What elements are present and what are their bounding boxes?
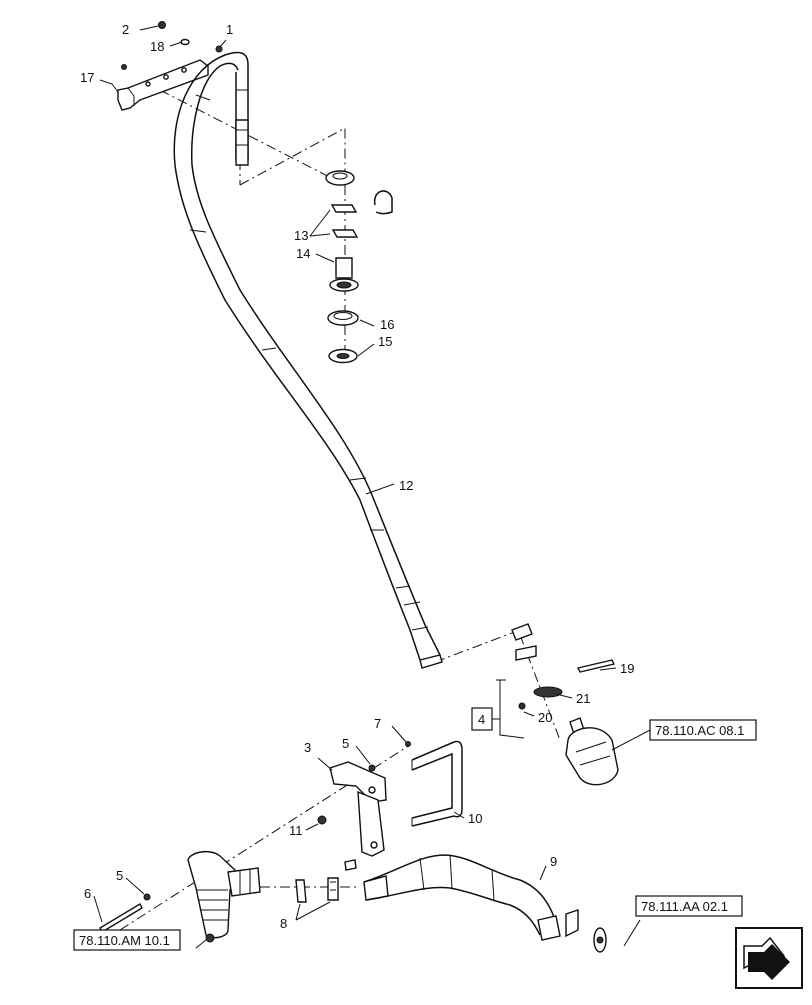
- callout-17: 17: [80, 70, 94, 85]
- callout-6: 6: [84, 886, 91, 901]
- callout-numbers: 2 18 1 17 13 14 16 15 12 19 21 20 3 5 7 …: [80, 22, 634, 931]
- callout-18: 18: [150, 39, 164, 54]
- callout-14: 14: [296, 246, 310, 261]
- reference-label-am: 78.110.AM 10.1: [79, 933, 170, 948]
- callout-13: 13: [294, 228, 308, 243]
- reference-aa[interactable]: 78.111.AA 02.1: [635, 895, 743, 917]
- hose-9: [363, 854, 607, 953]
- leader-lines: [93, 25, 651, 949]
- callout-3: 3: [304, 740, 311, 755]
- callout-19: 19: [620, 661, 634, 676]
- callout-15: 15: [378, 334, 392, 349]
- bolt-6: [99, 903, 143, 933]
- callout-16: 16: [380, 317, 394, 332]
- callout-9: 9: [550, 854, 557, 869]
- nut-1: [215, 45, 223, 53]
- kit-callout-4: 4: [471, 707, 500, 731]
- callout-8: 8: [280, 916, 287, 931]
- clamp-13a: [330, 204, 358, 213]
- callout-5-lower: 5: [116, 868, 123, 883]
- washer-5a: [368, 764, 376, 772]
- hose-12: [173, 51, 443, 669]
- reference-label-aa: 78.111.AA 02.1: [641, 899, 728, 914]
- reference-label-ac: 78.110.AC 08.1: [655, 723, 744, 738]
- valve-stack: [325, 170, 393, 364]
- clamp-13b: [331, 229, 359, 238]
- washer-5b: [143, 893, 151, 901]
- fitting-14: [335, 257, 353, 279]
- nut-11: [317, 815, 327, 825]
- washer-18: [180, 38, 190, 46]
- nut-7: [405, 741, 411, 747]
- screw-2: [158, 21, 166, 29]
- reference-ac[interactable]: 78.110.AC 08.1: [649, 719, 757, 741]
- clamp-ring-16: [327, 310, 359, 326]
- callout-5-upper: 5: [342, 736, 349, 751]
- callout-11: 11: [289, 823, 303, 838]
- reference-am[interactable]: 78.110.AM 10.1: [73, 929, 181, 951]
- pin-19: [576, 659, 616, 673]
- callout-1: 1: [226, 22, 233, 37]
- callout-7: 7: [374, 716, 381, 731]
- callout-20: 20: [538, 710, 552, 725]
- callout-10: 10: [468, 811, 482, 826]
- center-lines: [119, 89, 561, 931]
- callout-21: 21: [576, 691, 590, 706]
- clamps-8: [295, 877, 339, 903]
- inline-filter: [99, 850, 261, 943]
- callout-12: 12: [399, 478, 413, 493]
- callout-2: 2: [122, 22, 129, 37]
- callout-4: 4: [478, 712, 485, 727]
- washer-21: [533, 686, 563, 698]
- coupler-group: [496, 623, 619, 786]
- pin-20: [518, 702, 526, 710]
- u-bolt-10: [411, 740, 463, 827]
- quick-coupler: [565, 727, 619, 786]
- bracket-3-assembly: [317, 740, 463, 871]
- return-arrow-icon[interactable]: [735, 927, 803, 989]
- mounting-bracket-17: [117, 21, 223, 111]
